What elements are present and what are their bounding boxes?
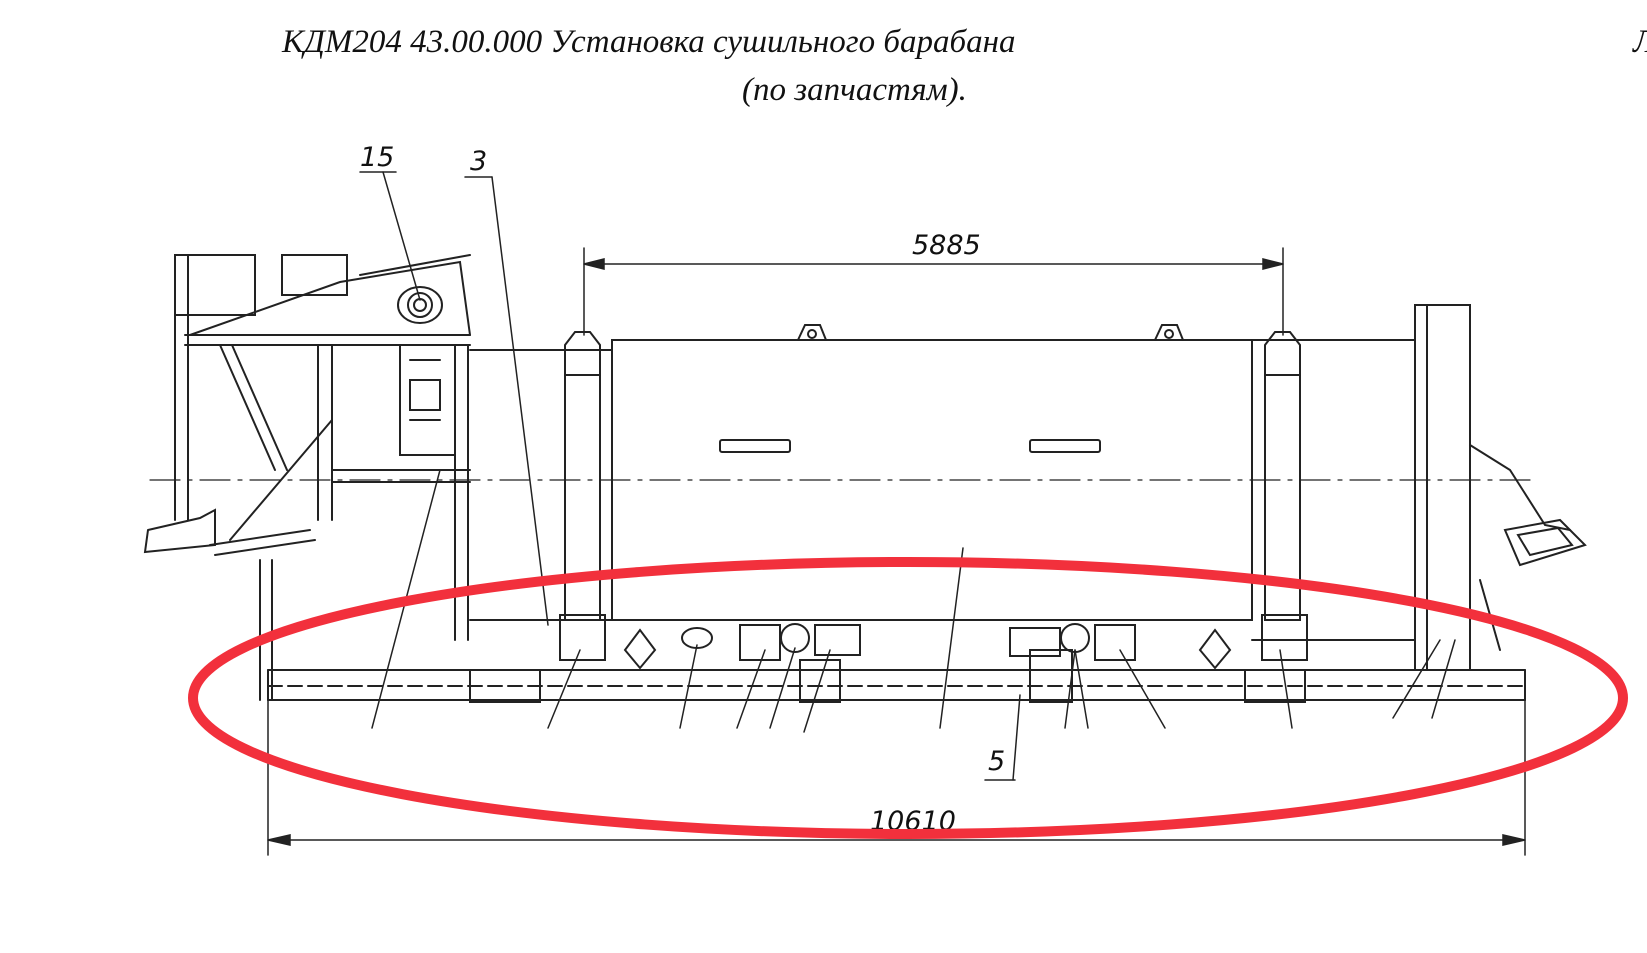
callout-5-leader	[984, 694, 1021, 781]
drum-tyre-right	[1261, 331, 1308, 661]
dimension-total-length	[267, 699, 1526, 856]
callout-label-3: 3	[470, 146, 487, 177]
document-subtitle: (по запчастям).	[742, 72, 967, 108]
callout-label-15: 15	[360, 142, 394, 173]
dimension-drum-length	[583, 247, 1284, 336]
drum-tyre-left	[559, 331, 606, 661]
document-title: КДМ204 43.00.000 Установка сушильного ба…	[282, 24, 1016, 60]
drive-assembly-left	[623, 623, 861, 670]
dryer-drum	[149, 324, 1531, 641]
dimension-label-5885: 5885	[912, 230, 981, 261]
base-frame	[259, 559, 1526, 703]
highlight-ellipse	[188, 557, 1628, 839]
callout-15-leader	[359, 171, 421, 301]
callout-3-leader	[464, 176, 549, 626]
drive-assembly-right	[1009, 623, 1232, 670]
leader-lines	[371, 469, 1456, 733]
callout-label-5: 5	[988, 746, 1005, 777]
cropped-page-glyph: Л	[1633, 24, 1647, 61]
loading-chamber	[143, 254, 471, 641]
